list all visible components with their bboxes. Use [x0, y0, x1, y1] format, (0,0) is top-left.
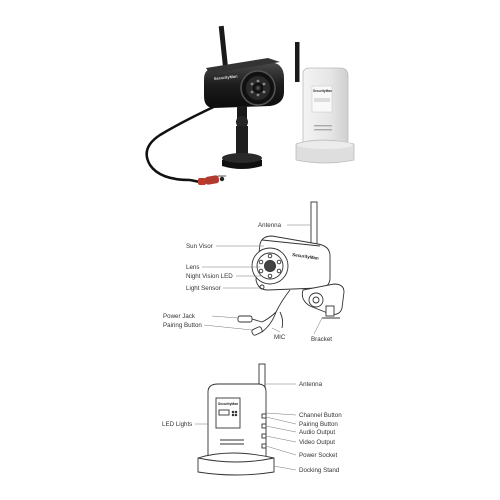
label-audio-output: Audio Output [299, 429, 335, 436]
label-power-jack: Power Jack [163, 313, 196, 320]
camera-leader-lines [202, 224, 323, 335]
camera-antenna [218, 25, 229, 71]
camera-bracket [222, 106, 262, 169]
label-channel-button: Channel Button [299, 412, 342, 419]
label-light-sensor: Light Sensor [186, 285, 221, 292]
receiver-diagram [197, 363, 275, 476]
label-power-socket: Power Socket [299, 452, 337, 459]
photo-receiver-brand: SecurityMan [313, 89, 332, 93]
label-lens: Lens [186, 264, 199, 271]
label-night-vision-led: Night Vision LED [186, 273, 233, 280]
label-docking-stand: Docking Stand [299, 467, 340, 474]
receiver-diagram-brand: SecurityMan [218, 402, 238, 406]
camera-lens [240, 70, 276, 106]
camera-diagram [237, 201, 345, 336]
label-camera-pairing-button: Pairing Button [163, 322, 202, 329]
label-receiver-pairing-button: Pairing Button [299, 421, 338, 428]
label-led-lights: LED Lights [162, 421, 192, 428]
receiver-leader-lines [195, 383, 297, 471]
label-mic: MIC [274, 334, 286, 341]
receiver-body-photo: SecurityMan [295, 67, 355, 164]
camera-diagram-brand: SecurityMan [292, 252, 319, 261]
camera-cable [145, 102, 226, 185]
label-camera-antenna: Antenna [258, 222, 282, 229]
label-sun-visor: Sun Visor [186, 243, 213, 250]
label-video-output: Video Output [299, 439, 335, 446]
label-bracket: Bracket [311, 336, 332, 343]
photo-camera-brand: SecurityMan [214, 73, 239, 81]
receiver-antenna-photo [295, 42, 300, 82]
label-receiver-antenna: Antenna [299, 381, 323, 388]
product-photo: SecurityMan [145, 25, 355, 185]
